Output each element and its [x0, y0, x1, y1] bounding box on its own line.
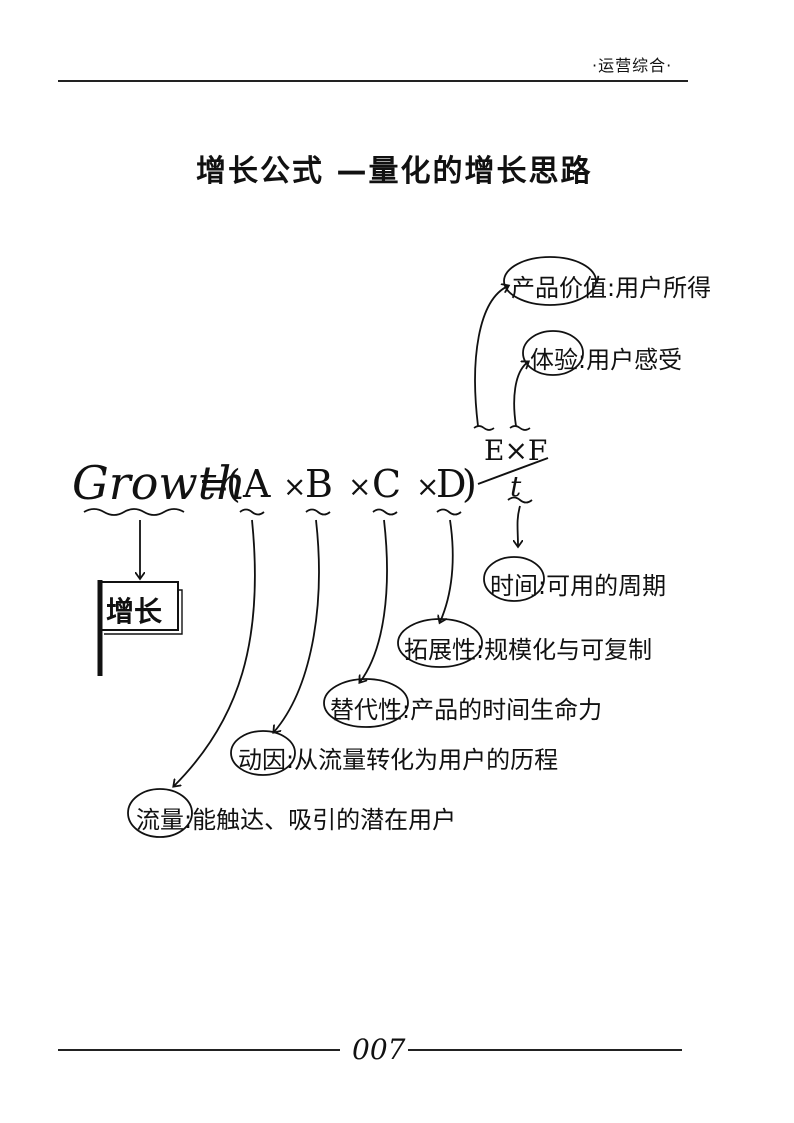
formula-open-paren: ( [226, 462, 241, 506]
note-motivation: 动因:从流量转化为用户的历程 [238, 740, 558, 775]
f-tilde [509, 425, 531, 431]
formula-close-paren: ) [462, 462, 477, 506]
formula-equals: = [198, 462, 230, 506]
note-time: 时间:可用的周期 [490, 566, 666, 601]
note-scalability-sep: : [476, 636, 485, 664]
flag-label: 增长 [106, 595, 163, 628]
note-motivation-term: 动因 [238, 746, 286, 774]
c-tilde [372, 508, 398, 516]
note-product-value-term: 产品价值 [511, 274, 607, 302]
note-substitutability-term: 替代性 [330, 696, 402, 724]
note-time-term: 时间 [490, 572, 538, 600]
formula-numerator: E×F [484, 434, 548, 467]
formula-times-1: × [283, 470, 307, 503]
formula-times-3: × [416, 470, 440, 503]
a-tilde [239, 508, 265, 516]
note-substitutability-desc: 产品的时间生命力 [410, 696, 603, 724]
b-tilde [305, 508, 331, 516]
f-arrow [513, 362, 528, 427]
note-traffic-term: 流量 [136, 806, 184, 834]
c-arrow [360, 519, 388, 682]
note-traffic-desc: 能触达、吸引的潜在用户 [192, 806, 457, 834]
formula-d: D [436, 462, 467, 506]
note-time-sep: : [538, 572, 547, 600]
formula-times-2: × [348, 470, 372, 503]
note-substitutability-sep: : [402, 696, 411, 724]
formula-b: B [305, 462, 333, 506]
d-tilde [436, 508, 462, 516]
formula-growth: Growth [72, 456, 246, 510]
footer-rule-right [408, 1049, 682, 1051]
note-scalability-term: 拓展性 [404, 636, 476, 664]
footer-rule-left [58, 1049, 340, 1051]
note-traffic: 流量:能触达、吸引的潜在用户 [136, 800, 456, 835]
note-experience: 体验:用户感受 [530, 340, 682, 375]
e-tilde [473, 425, 495, 431]
formula-a: A [243, 462, 271, 506]
note-product-value-sep: : [607, 274, 616, 302]
note-time-desc: 可用的周期 [546, 572, 667, 600]
e-arrow [474, 286, 508, 427]
note-substitutability: 替代性:产品的时间生命力 [330, 690, 602, 725]
note-experience-sep: : [578, 346, 587, 374]
formula-denominator: t [510, 470, 522, 503]
note-scalability-desc: 规模化与可复制 [484, 636, 653, 664]
note-motivation-sep: : [286, 746, 295, 774]
note-motivation-desc: 从流量转化为用户的历程 [294, 746, 559, 774]
note-product-value: 产品价值:用户所得 [511, 268, 711, 303]
d-arrow [440, 519, 454, 622]
b-arrow [274, 519, 320, 732]
note-experience-desc: 用户感受 [586, 346, 683, 374]
note-product-value-desc: 用户所得 [615, 274, 712, 302]
page-number: 007 [352, 1033, 406, 1066]
t-arrow [518, 505, 521, 546]
page-title: 增长公式 —量化的增长思路 [196, 154, 593, 189]
section-label: ·运营综合· [592, 56, 673, 75]
note-experience-term: 体验 [530, 346, 578, 374]
header-rule [58, 80, 688, 82]
note-traffic-sep: : [184, 806, 193, 834]
note-scalability: 拓展性:规模化与可复制 [404, 630, 652, 665]
formula-c: C [372, 462, 402, 506]
